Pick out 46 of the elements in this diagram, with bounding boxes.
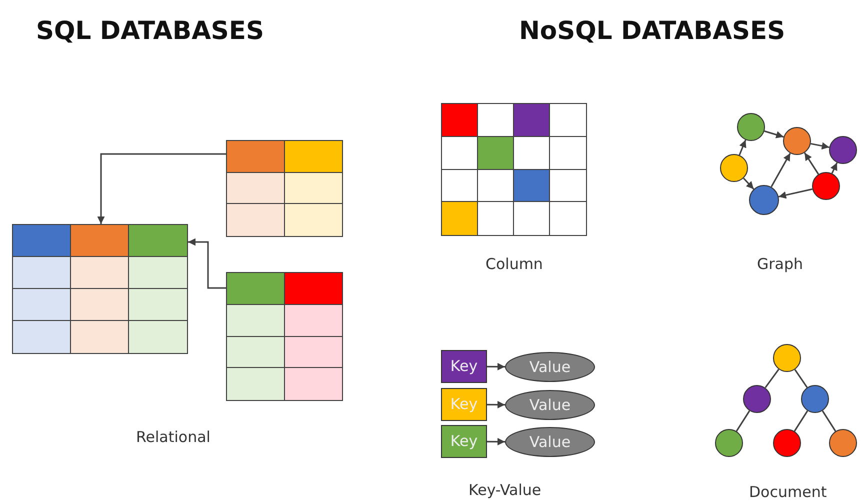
value-ellipse: Value [505, 352, 595, 382]
graph-node-circle [812, 172, 840, 200]
value-ellipse: Value [505, 427, 595, 457]
arrow [810, 142, 830, 150]
caption: Column [486, 255, 543, 273]
arrow [738, 140, 746, 156]
tree-node-circle [829, 429, 857, 457]
key-box: Key [441, 425, 487, 458]
key-box: Key [441, 350, 487, 383]
heading: SQL DATABASES [36, 16, 264, 44]
arrow [487, 400, 505, 408]
connector-line [764, 368, 780, 388]
database-table [226, 272, 343, 401]
tree-node-circle [743, 385, 771, 413]
tree-node-circle [773, 429, 801, 457]
heading: NoSQL DATABASES [519, 16, 786, 44]
graph-node-circle [737, 113, 765, 141]
arrow [97, 153, 226, 224]
connector-line [736, 410, 750, 432]
arrow [743, 178, 754, 190]
database-table [226, 140, 343, 237]
caption: Graph [757, 255, 804, 273]
arrow [778, 188, 812, 199]
caption: Key-Value [468, 481, 542, 499]
arrow [804, 152, 820, 175]
connector-line [822, 410, 836, 432]
arrow [487, 362, 505, 370]
arrow [188, 238, 226, 289]
arrow [770, 152, 791, 188]
arrow [487, 438, 505, 446]
database-table [12, 224, 188, 354]
value-ellipse: Value [505, 390, 595, 420]
graph-node-circle [829, 136, 857, 164]
tree-node-circle [773, 344, 801, 372]
arrow [830, 162, 838, 174]
key-box: Key [441, 388, 487, 421]
tree-node-circle [715, 429, 743, 457]
graph-node-circle [783, 127, 811, 155]
graph-node-circle [749, 185, 779, 215]
arrow [764, 130, 784, 138]
connector-line [794, 410, 808, 432]
caption: Document [749, 483, 827, 501]
tree-node-circle [801, 385, 829, 413]
graph-node-circle [720, 154, 748, 182]
caption: Relational [136, 428, 210, 446]
connector-line [794, 369, 808, 388]
